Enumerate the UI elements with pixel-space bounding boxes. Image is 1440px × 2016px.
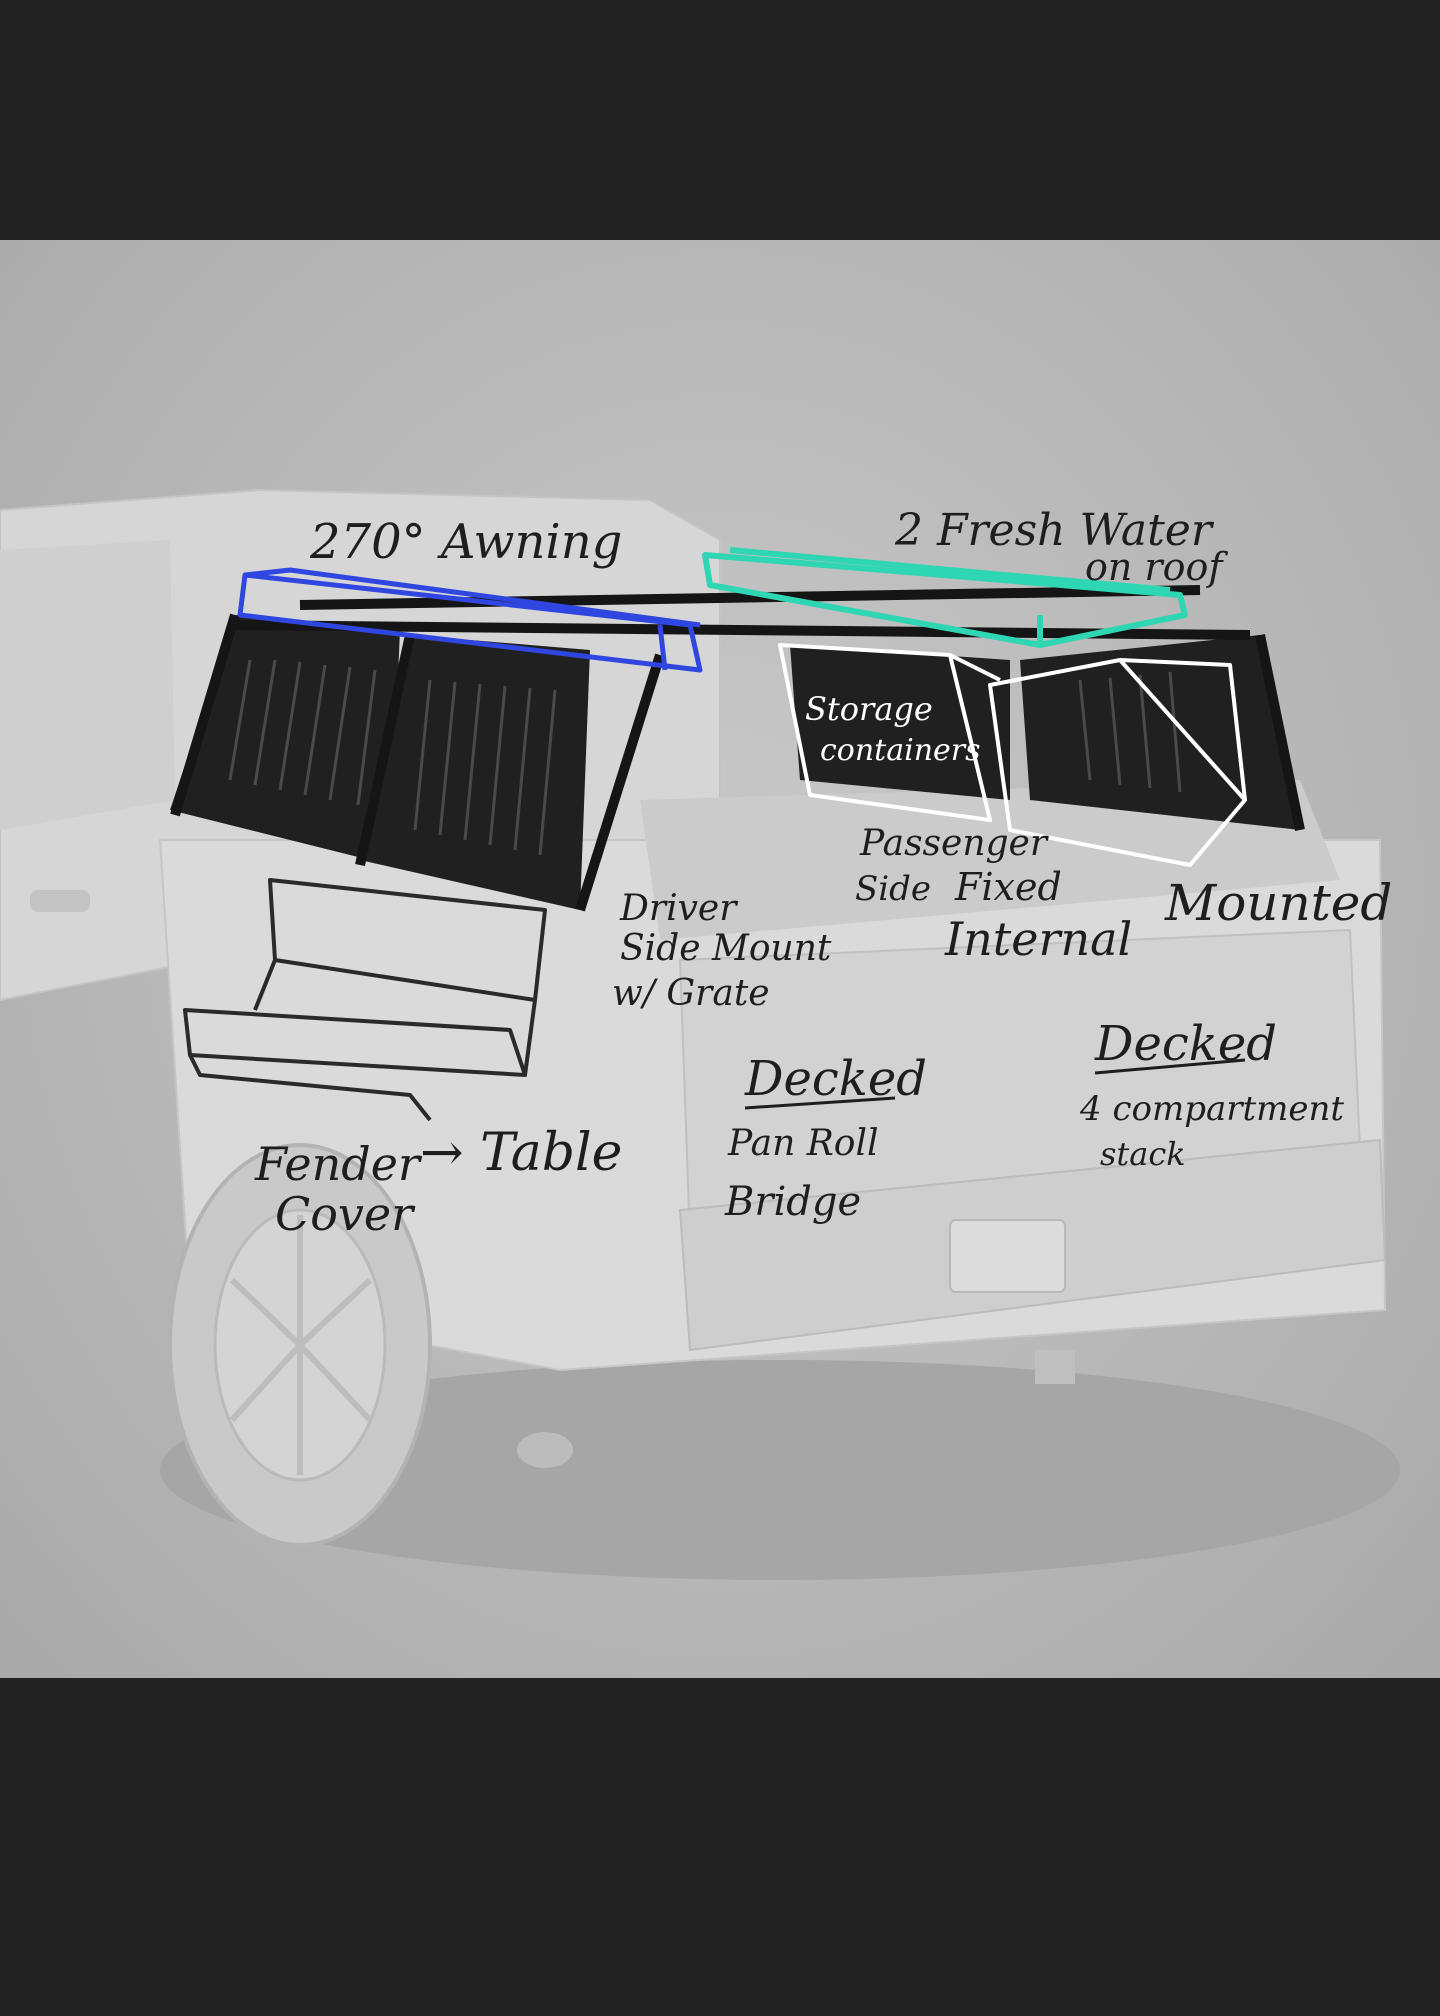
storage-label-line1: Storage bbox=[805, 690, 933, 728]
decked-right-title: Decked bbox=[1094, 1016, 1277, 1072]
decked-left-title: Decked bbox=[744, 1051, 927, 1107]
table-label: → Table bbox=[420, 1123, 622, 1183]
fender-label-line2: Cover bbox=[275, 1187, 416, 1241]
fender-table-sketch bbox=[183, 878, 547, 1122]
storage-container-sketch bbox=[778, 643, 1247, 867]
floor-shadow bbox=[160, 1360, 1400, 1580]
water-label-line1: 2 Fresh Water bbox=[894, 505, 1215, 556]
fixed-label-line2: Internal bbox=[944, 912, 1132, 966]
tow-hitch bbox=[1035, 1350, 1075, 1384]
awning-sketch bbox=[237, 567, 703, 673]
driver-label-line2: Side Mount bbox=[620, 928, 832, 969]
passenger-label-line1: Passenger bbox=[859, 823, 1049, 864]
awning-label: 270° Awning bbox=[309, 514, 622, 570]
mounted-label: Mounted bbox=[1164, 874, 1392, 932]
water-label-line2: on roof bbox=[1085, 545, 1228, 589]
truck-render-photo: 270° Awning 2 Fresh Water on roof Storag… bbox=[0, 240, 1440, 1678]
decked-right-underline bbox=[1094, 1058, 1246, 1075]
rack-panel-2 bbox=[360, 635, 590, 910]
passenger-label-line2: Side bbox=[855, 869, 931, 909]
decked-right-line2: stack bbox=[1100, 1135, 1186, 1173]
fixed-label-line1: Fixed bbox=[954, 865, 1062, 909]
storage-label-line2: containers bbox=[820, 733, 981, 768]
license-plate bbox=[949, 1219, 1066, 1293]
fender-label-line1: Fender bbox=[254, 1137, 423, 1191]
decked-left-line1: Pan Roll bbox=[727, 1123, 879, 1164]
water-tank-sketch bbox=[702, 547, 1188, 648]
driver-label-line1: Driver bbox=[619, 888, 738, 929]
rack-crossbars bbox=[170, 585, 1305, 912]
door-handle bbox=[30, 890, 90, 912]
exhaust-pipe bbox=[517, 1432, 573, 1468]
decked-left-line2: Bridge bbox=[724, 1179, 861, 1225]
annotated-truck-sketch: 270° Awning 2 Fresh Water on roof Storag… bbox=[0, 488, 1400, 1580]
driver-label-line3: w/ Grate bbox=[612, 973, 770, 1014]
rear-window bbox=[0, 540, 175, 830]
bed-interior bbox=[640, 780, 1340, 940]
bed-rack bbox=[170, 585, 1305, 912]
rack-panel-1 bbox=[170, 615, 400, 865]
decked-right-line1: 4 compartment bbox=[1079, 1089, 1344, 1129]
rack-panel-4 bbox=[1020, 635, 1300, 830]
wheel-spokes bbox=[229, 1215, 373, 1475]
decked-left-underline bbox=[744, 1096, 896, 1110]
rack-vent-slots bbox=[228, 659, 1182, 856]
